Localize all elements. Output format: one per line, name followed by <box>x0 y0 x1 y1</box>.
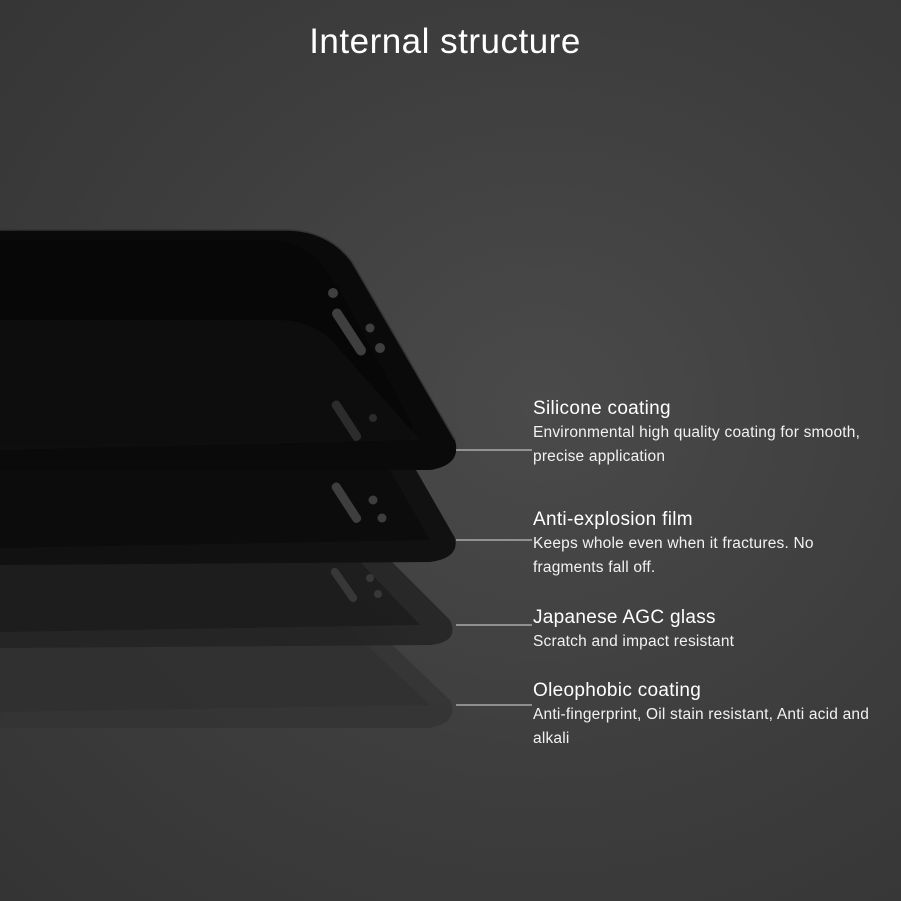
layer-description: Environmental high quality coating for s… <box>533 424 861 465</box>
layer-description: Scratch and impact resistant <box>533 633 735 650</box>
callout-anti-explosion-film: Anti-explosion film Keeps whole even whe… <box>533 508 873 580</box>
callout-japanese-agc-glass: Japanese AGC glass Scratch and impact re… <box>533 606 873 654</box>
layer-name: Japanese AGC glass <box>533 607 716 628</box>
layer-description: Keeps whole even when it fractures. No f… <box>533 535 814 576</box>
layer-name: Oleophobic coating <box>533 680 702 701</box>
layer-name: Anti-explosion film <box>533 509 693 530</box>
callout-silicone-coating: Silicone coating Environmental high qual… <box>533 397 873 469</box>
layer-description: Anti-fingerprint, Oil stain resistant, A… <box>533 706 870 747</box>
layer-name: Silicone coating <box>533 398 671 419</box>
callout-oleophobic-coating: Oleophobic coating Anti-fingerprint, Oil… <box>533 679 873 751</box>
layer-silicone-coating-sheet <box>0 229 457 470</box>
page-title: Internal structure <box>309 22 581 61</box>
